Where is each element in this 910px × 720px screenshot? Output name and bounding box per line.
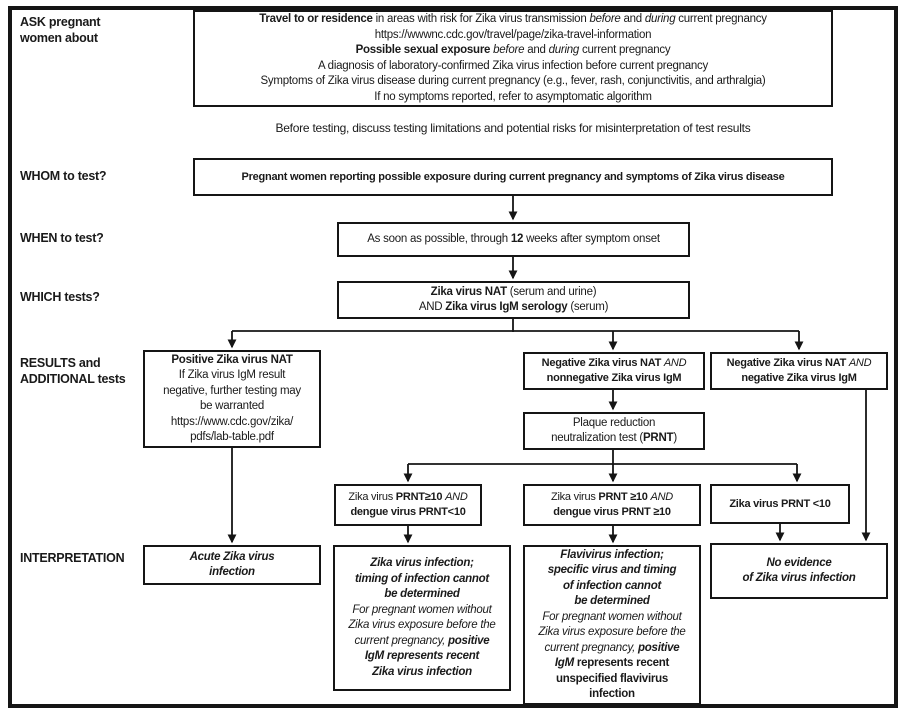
testing-limitations-note: Before testing, discuss testing limitati… (275, 121, 751, 135)
row-label-whom: WHOM to test? (20, 169, 107, 183)
row-label-when: WHEN to test? (20, 231, 104, 245)
box-zika-infection-timing-undetermined: Zika virus infection;timing of infection… (333, 545, 511, 691)
row-label-results: RESULTS and ADDITIONAL tests (20, 356, 126, 386)
row-label-which: WHICH tests? (20, 290, 100, 304)
row-label-interpretation: INTERPRETATION (20, 551, 125, 565)
box-whom-to-test: Pregnant women reporting possible exposu… (193, 158, 833, 196)
box-when-to-test: As soon as possible, through 12 weeks af… (337, 222, 690, 257)
row-label-ask: ASK pregnant women about (20, 15, 101, 45)
box-which-tests: Zika virus NAT (serum and urine)AND Zika… (337, 281, 690, 319)
figure-border (8, 6, 898, 708)
box-flavivirus-infection: Flavivirus infection;specific virus and … (523, 545, 701, 705)
box-exposure-questions: Travel to or residence in areas with ris… (193, 10, 833, 107)
box-prnt-zika-neg: Zika virus PRNT <10 (710, 484, 850, 524)
